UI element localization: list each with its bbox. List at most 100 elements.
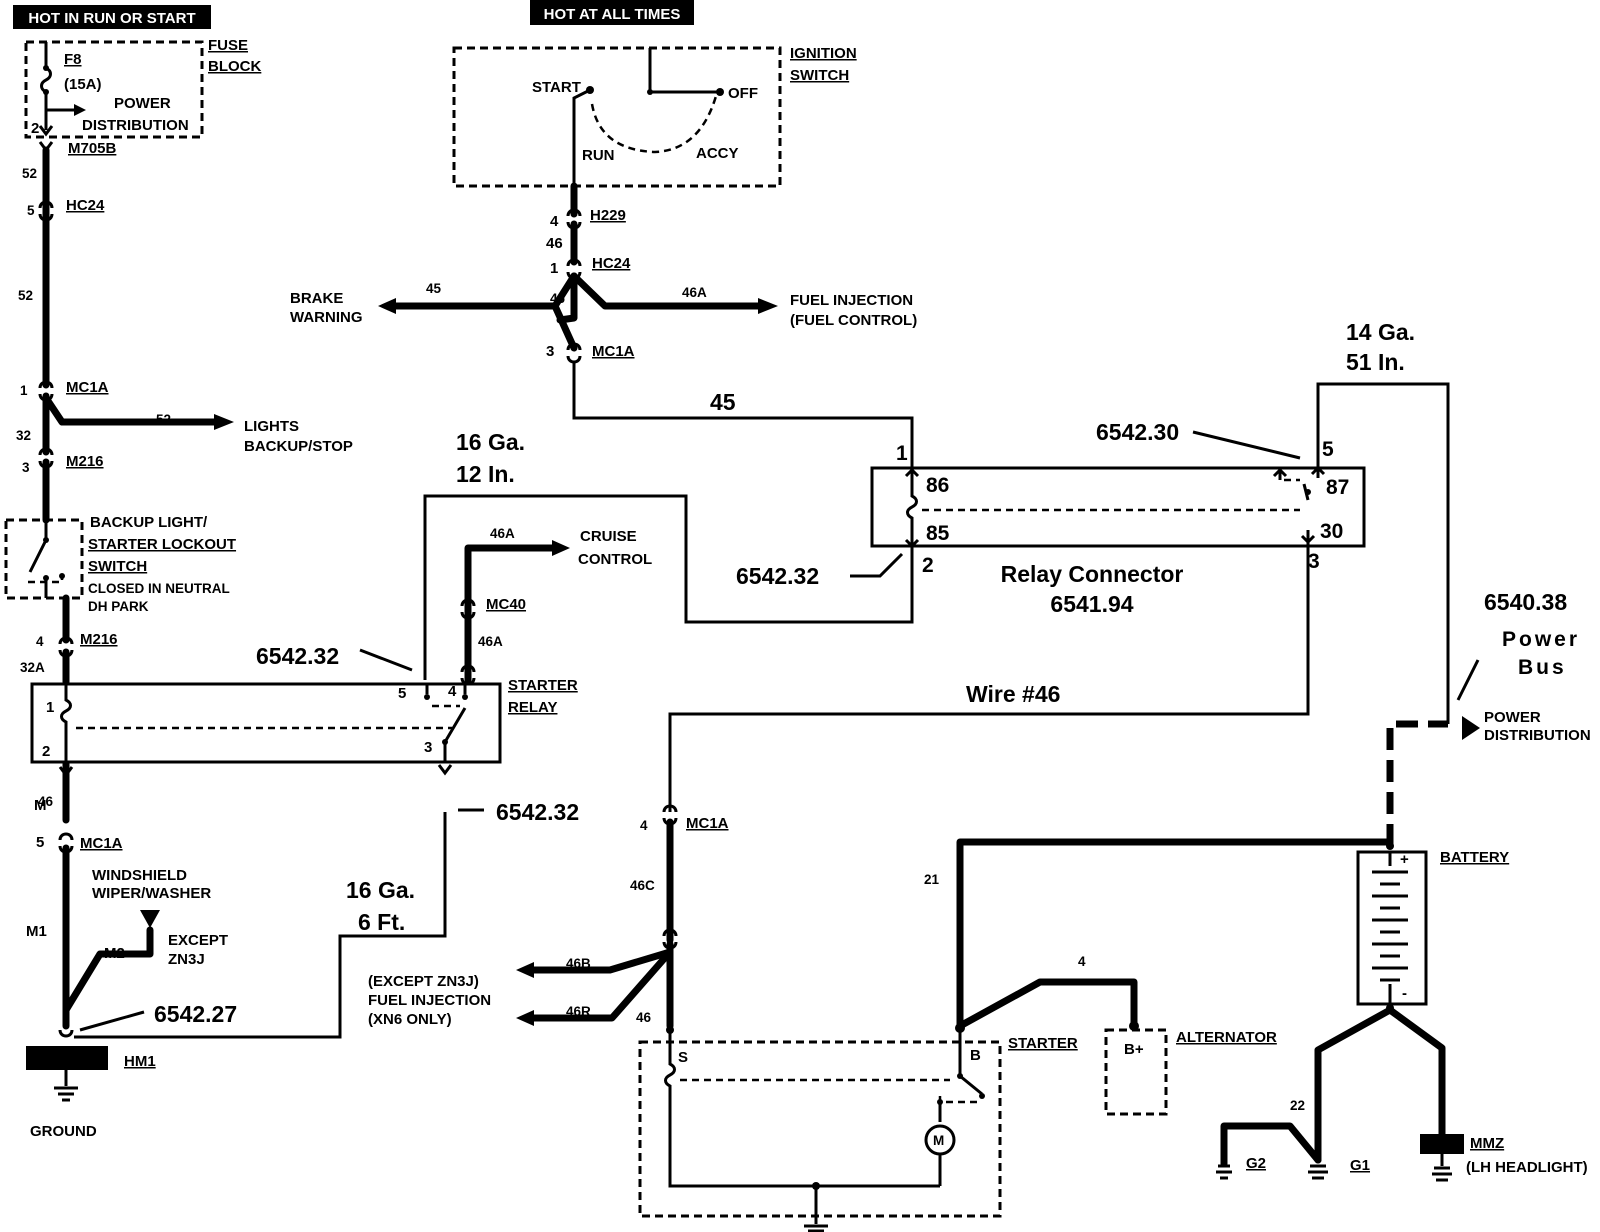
svg-text:87: 87 (1326, 476, 1349, 499)
svg-text:H229: H229 (590, 207, 626, 224)
svg-text:4: 4 (550, 213, 559, 230)
backup-light-switch: BACKUP LIGHT/ STARTER LOCKOUT SWITCH CLO… (4, 514, 236, 614)
cruise-control-branch: 46A MC40 46A CRUISE CONTROL (460, 526, 652, 686)
svg-text:ACCY: ACCY (696, 145, 739, 162)
svg-text:46A: 46A (478, 634, 503, 649)
svg-text:52: 52 (156, 412, 171, 427)
svg-text:46R: 46R (566, 1004, 591, 1019)
svg-text:STARTER: STARTER (508, 677, 578, 694)
svg-text:46C: 46C (630, 878, 655, 893)
svg-text:BATTERY: BATTERY (1440, 849, 1509, 866)
relay-connector: 1 2 3 5 86 85 87 30 Relay Connector 6541… (870, 438, 1366, 617)
starter-circuit: M 4 MC1A 46C 46B 46R 46 (EXCEPT ZN3J) FU… (368, 804, 1394, 1232)
svg-text:IGNITION: IGNITION (790, 45, 857, 62)
svg-text:WIPER/WASHER: WIPER/WASHER (92, 885, 211, 902)
svg-text:M: M (933, 1133, 944, 1148)
svg-text:1: 1 (896, 442, 908, 465)
svg-text:MC1A: MC1A (80, 835, 123, 852)
left-wire-labels: 4 M216 32A (20, 631, 118, 675)
svg-text:MC1A: MC1A (686, 815, 729, 832)
svg-text:DH PARK: DH PARK (88, 599, 149, 614)
svg-text:START: START (532, 79, 581, 96)
svg-text:LIGHTS: LIGHTS (244, 418, 299, 435)
svg-text:M: M (34, 797, 47, 814)
svg-text:MC1A: MC1A (66, 379, 109, 396)
svg-text:STARTER LOCKOUT: STARTER LOCKOUT (88, 536, 236, 553)
svg-text:4: 4 (36, 634, 44, 649)
svg-text:BACKUP/STOP: BACKUP/STOP (244, 438, 353, 455)
svg-text:2: 2 (42, 743, 50, 760)
svg-text:45: 45 (426, 281, 442, 296)
svg-text:6542.32: 6542.32 (256, 643, 339, 669)
svg-text:85: 85 (926, 522, 950, 545)
ignition-switch: START OFF RUN ACCY IGNITION SWITCH (452, 45, 857, 188)
header-hot-run-start: HOT IN RUN OR START (13, 5, 211, 29)
svg-text:3: 3 (1308, 550, 1320, 573)
svg-text:BACKUP LIGHT/: BACKUP LIGHT/ (90, 514, 208, 531)
svg-text:CRUISE: CRUISE (580, 528, 637, 545)
fuse-block: F8 (15A) POWER DISTRIBUTION 2 FUSE BLOCK… (24, 37, 261, 157)
svg-text:MC40: MC40 (486, 596, 526, 613)
svg-text:45: 45 (710, 389, 736, 415)
svg-text:3: 3 (22, 460, 30, 475)
annotations: 45 16 Ga. 12 In. 14 Ga. 51 In. 16 Ga. 6 … (154, 319, 1580, 1027)
svg-text:MMZ: MMZ (1470, 1135, 1504, 1152)
svg-text:POWER: POWER (1484, 709, 1541, 726)
svg-text:3: 3 (424, 739, 432, 756)
svg-text:5: 5 (1322, 438, 1334, 461)
svg-text:FUSE: FUSE (208, 37, 248, 54)
svg-text:WARNING: WARNING (290, 309, 363, 326)
svg-text:86: 86 (926, 474, 949, 497)
ignition-branches: 4 H229 46 1 HC24 45 46 46A 3 MC1A BRAKE … (290, 182, 917, 468)
svg-text:Relay Connector: Relay Connector (1001, 561, 1184, 587)
svg-text:CLOSED IN NEUTRAL: CLOSED IN NEUTRAL (88, 581, 230, 596)
svg-text:4: 4 (448, 683, 457, 700)
svg-text:+: + (1400, 851, 1409, 868)
alternator: B+ ALTERNATOR (1104, 1028, 1277, 1116)
svg-text:CONTROL: CONTROL (578, 551, 652, 568)
svg-text:3: 3 (546, 343, 554, 360)
svg-text:1: 1 (46, 699, 54, 716)
svg-text:12 In.: 12 In. (456, 461, 515, 487)
jumper-wires (74, 382, 1480, 1039)
svg-text:(XN6 ONLY): (XN6 ONLY) (368, 1011, 452, 1028)
svg-text:HM1: HM1 (124, 1053, 156, 1070)
svg-text:4: 4 (1078, 954, 1086, 969)
svg-text:46: 46 (550, 291, 566, 306)
svg-text:G2: G2 (1246, 1155, 1266, 1172)
svg-text:(LH HEADLIGHT): (LH HEADLIGHT) (1466, 1159, 1588, 1176)
svg-text:M216: M216 (66, 453, 104, 470)
svg-text:(EXCEPT ZN3J): (EXCEPT ZN3J) (368, 973, 479, 990)
svg-text:51 In.: 51 In. (1346, 349, 1405, 375)
svg-text:STARTER: STARTER (1008, 1035, 1078, 1052)
svg-text:RUN: RUN (582, 147, 615, 164)
svg-text:RELAY: RELAY (508, 699, 557, 716)
svg-text:SWITCH: SWITCH (790, 67, 849, 84)
svg-text:G1: G1 (1350, 1157, 1370, 1174)
svg-text:M2: M2 (104, 945, 125, 962)
svg-text:F8: F8 (64, 51, 82, 68)
svg-text:POWER: POWER (114, 95, 171, 112)
svg-text:EXCEPT: EXCEPT (168, 932, 228, 949)
svg-text:Power: Power (1502, 628, 1580, 651)
svg-text:ZN3J: ZN3J (168, 951, 205, 968)
header-hot-all-times: HOT AT ALL TIMES (530, 0, 694, 25)
svg-text:46: 46 (38, 794, 54, 809)
svg-text:52: 52 (18, 288, 33, 303)
battery-power: + - BATTERY POWER DISTRIBUTION 22 G2 G1 … (1216, 709, 1591, 1182)
svg-text:MC1A: MC1A (592, 343, 635, 360)
svg-text:16 Ga.: 16 Ga. (346, 877, 415, 903)
svg-text:HOT IN RUN OR START: HOT IN RUN OR START (28, 10, 195, 27)
svg-text:M1: M1 (26, 923, 47, 940)
svg-text:30: 30 (1320, 520, 1343, 543)
svg-text:HC24: HC24 (66, 197, 105, 214)
svg-text:5: 5 (398, 685, 406, 702)
svg-text:-: - (1402, 985, 1407, 1002)
svg-text:WINDSHIELD: WINDSHIELD (92, 867, 187, 884)
svg-text:22: 22 (1290, 1098, 1305, 1113)
svg-text:SWITCH: SWITCH (88, 558, 147, 575)
lower-left-ground: 46 M 5 MC1A WINDSHIELD WIPER/WASHER EXCE… (26, 794, 228, 1140)
svg-text:6542.32: 6542.32 (496, 799, 579, 825)
svg-text:2: 2 (922, 554, 934, 577)
